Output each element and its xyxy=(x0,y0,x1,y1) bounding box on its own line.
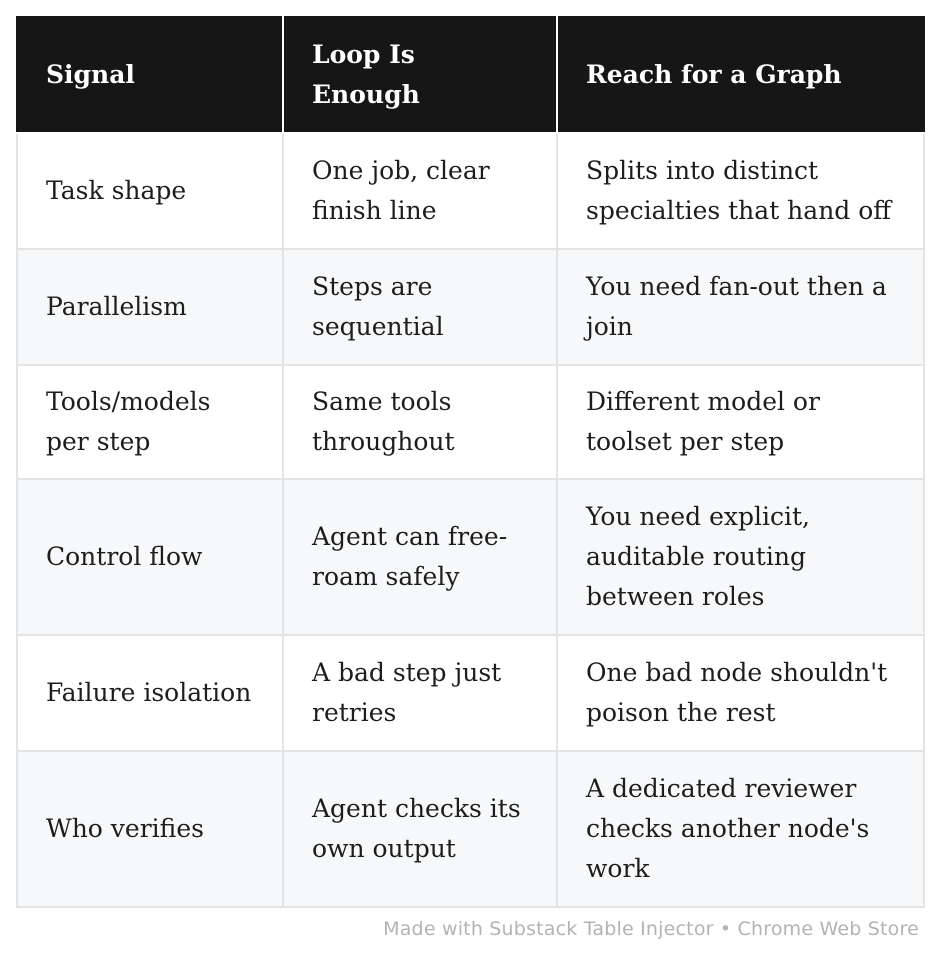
cell-loop: Agent checks its own output xyxy=(282,750,558,908)
comparison-table: Signal Loop Is Enough Reach for a Graph … xyxy=(16,16,925,908)
cell-graph: You need explicit, auditable routing bet… xyxy=(556,478,925,636)
comparison-table-container: Signal Loop Is Enough Reach for a Graph … xyxy=(16,16,925,908)
cell-signal: Task shape xyxy=(16,132,284,250)
footer-attribution: Made with Substack Table Injector • Chro… xyxy=(383,918,919,940)
cell-graph: One bad node shouldn't poison the rest xyxy=(556,634,925,752)
cell-graph: Splits into distinct specialties that ha… xyxy=(556,132,925,250)
cell-graph: Different model or toolset per step xyxy=(556,364,925,480)
table-body: Task shape One job, clear finish line Sp… xyxy=(16,132,925,908)
cell-graph: A dedicated reviewer checks another node… xyxy=(556,750,925,908)
cell-signal: Failure isolation xyxy=(16,634,284,752)
header-reach-for-a-graph: Reach for a Graph xyxy=(556,16,925,134)
cell-signal: Tools/models per step xyxy=(16,364,284,480)
cell-signal: Control flow xyxy=(16,478,284,636)
table-row: Task shape One job, clear finish line Sp… xyxy=(16,132,925,250)
table-row: Failure isolation A bad step just retrie… xyxy=(16,634,925,752)
cell-loop: Steps are sequential xyxy=(282,248,558,366)
table-row: Who verifies Agent checks its own output… xyxy=(16,750,925,908)
header-loop-is-enough: Loop Is Enough xyxy=(282,16,558,134)
cell-loop: A bad step just retries xyxy=(282,634,558,752)
cell-signal: Who verifies xyxy=(16,750,284,908)
cell-signal: Parallelism xyxy=(16,248,284,366)
cell-loop: Agent can free-roam safely xyxy=(282,478,558,636)
cell-loop: Same tools throughout xyxy=(282,364,558,480)
cell-loop: One job, clear finish line xyxy=(282,132,558,250)
cell-graph: You need fan-out then a join xyxy=(556,248,925,366)
table-row: Tools/models per step Same tools through… xyxy=(16,364,925,480)
header-signal: Signal xyxy=(16,16,284,134)
table-header: Signal Loop Is Enough Reach for a Graph xyxy=(16,16,925,134)
table-row: Parallelism Steps are sequential You nee… xyxy=(16,248,925,366)
table-row: Control flow Agent can free-roam safely … xyxy=(16,478,925,636)
header-row: Signal Loop Is Enough Reach for a Graph xyxy=(16,16,925,134)
